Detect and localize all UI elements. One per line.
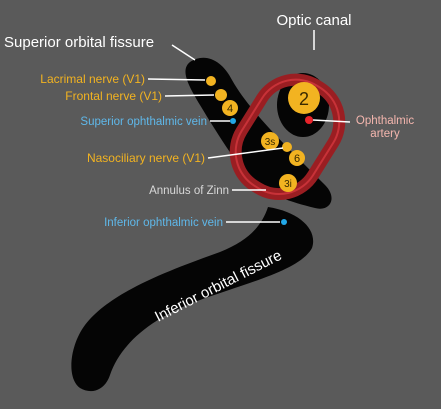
label-frontal-nerve: Frontal nerve (V1) (65, 89, 162, 103)
label-annulus-of-zinn: Annulus of Zinn (149, 185, 229, 197)
leader-frontal (164, 94, 215, 97)
leader-lines (147, 30, 351, 223)
oculomotor-inferior-dot (279, 174, 297, 192)
leader-artery (312, 119, 351, 123)
label-ophthalmic-artery-line1: Ophthalmic (356, 115, 414, 127)
label-superior-orbital-fissure: Superior orbital fissure (4, 34, 154, 51)
label-inferior-ophthalmic-vein: Inferior ophthalmic vein (104, 217, 223, 229)
marker-abducens: 6 (294, 153, 300, 165)
marker-optic: 2 (299, 89, 309, 109)
label-nasociliary-nerve: Nasociliary nerve (V1) (87, 151, 205, 165)
marker-oculomotor-superior: 3s (265, 137, 276, 148)
superior-ophthalmic-vein-dot (230, 118, 236, 124)
frontal-nerve-dot (215, 89, 227, 101)
abducens-nerve-dot (289, 150, 305, 166)
oculomotor-superior-dot (261, 132, 279, 150)
marker-oculomotor-inferior: 3i (284, 179, 292, 190)
label-lacrimal-nerve: Lacrimal nerve (V1) (40, 72, 145, 86)
inferior-orbital-fissure-shape (71, 207, 314, 392)
inferior-ophthalmic-vein-dot (281, 219, 287, 225)
leader-sof (171, 44, 196, 61)
leader-nasociliary (207, 147, 284, 159)
label-superior-ophthalmic-vein: Superior ophthalmic vein (80, 116, 207, 128)
ophthalmic-artery-dot (305, 116, 313, 124)
label-optic-canal: Optic canal (276, 12, 351, 29)
leader-lacrimal (147, 78, 206, 81)
label-ophthalmic-artery-line2: artery (370, 128, 400, 140)
nasociliary-nerve-dot (282, 142, 292, 152)
trochlear-nerve-dot (222, 100, 238, 116)
marker-trochlear: 4 (227, 103, 233, 115)
annulus-of-zinn-ring (229, 73, 346, 201)
lacrimal-nerve-dot (206, 76, 216, 86)
optic-nerve-dot (288, 82, 320, 114)
